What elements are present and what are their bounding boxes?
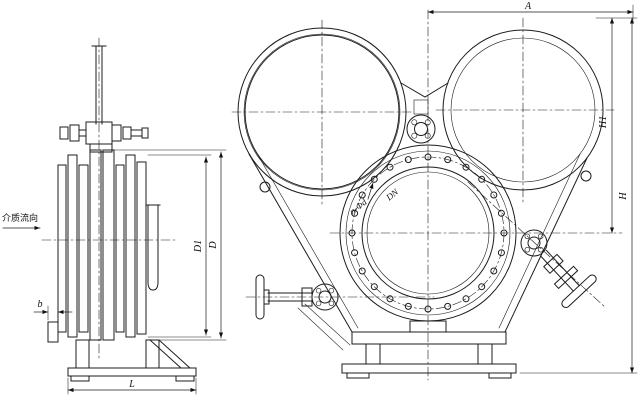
actuator-bolt-assembly bbox=[59, 121, 149, 153]
valve-stem bbox=[91, 45, 107, 125]
dim-d-label: D bbox=[208, 241, 219, 250]
dimension-d: D bbox=[113, 149, 227, 341]
plate-corner-hole bbox=[580, 170, 592, 182]
dimension-d1: D1 bbox=[147, 154, 212, 338]
right-clamp-handwheel bbox=[520, 229, 597, 309]
front-view-stand bbox=[341, 320, 517, 379]
front-view: A H1 H n-Φd DN bbox=[231, 1, 638, 381]
dimension-b: b bbox=[33, 299, 73, 321]
right-handwheel bbox=[561, 274, 597, 309]
bolt-note-label: n-Φd bbox=[348, 197, 369, 217]
flow-direction-label: 介质流向 bbox=[2, 212, 38, 224]
dim-d1-label: D1 bbox=[193, 240, 204, 253]
body-plate bbox=[248, 82, 592, 333]
dimension-h: H bbox=[519, 17, 638, 374]
port-flange bbox=[339, 144, 517, 322]
side-bracket bbox=[47, 321, 59, 343]
mesh-disc bbox=[237, 27, 407, 197]
flange-plate-stack bbox=[57, 149, 147, 341]
dimension-h1: H1 bbox=[595, 17, 638, 234]
bolt-callout: n-Φd DN bbox=[348, 182, 401, 217]
mesh-grid bbox=[244, 34, 400, 190]
left-clamp-handwheel bbox=[255, 274, 351, 351]
dim-a-label: A bbox=[524, 1, 532, 12]
right-screw-axis bbox=[467, 181, 607, 309]
bolt-circle bbox=[351, 156, 505, 310]
dim-l-label: L bbox=[128, 379, 135, 390]
side-view: 介质流向 D1 D L bbox=[2, 37, 227, 395]
bolt-holes bbox=[348, 153, 508, 313]
plate-corner-hole bbox=[259, 181, 271, 193]
flow-direction: 介质流向 bbox=[2, 212, 41, 231]
dim-h1-label: H1 bbox=[598, 116, 609, 129]
dim-h-label: H bbox=[618, 192, 629, 201]
dimension-l: L bbox=[67, 377, 197, 395]
pivot-hub bbox=[406, 114, 436, 144]
blind-disc bbox=[442, 29, 604, 191]
dimension-a: A bbox=[427, 1, 634, 21]
u-tube bbox=[145, 204, 161, 291]
dim-b-label: b bbox=[38, 299, 43, 310]
side-view-stand bbox=[67, 339, 197, 382]
